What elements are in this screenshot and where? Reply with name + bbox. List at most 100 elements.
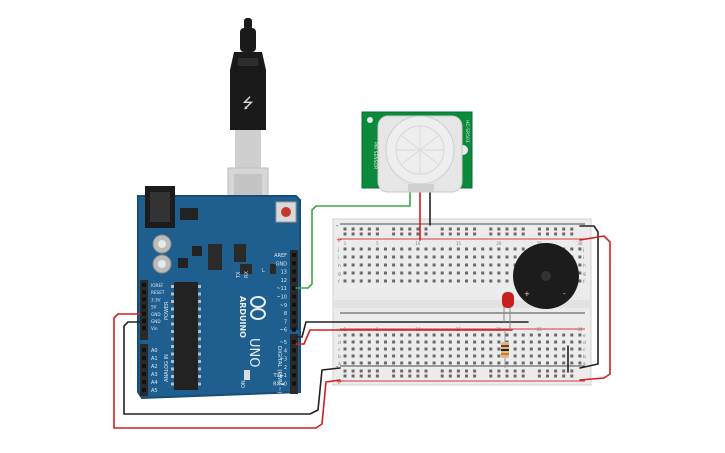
breadboard-hole[interactable] — [424, 340, 428, 344]
breadboard-hole[interactable] — [537, 369, 541, 373]
breadboard-hole[interactable] — [465, 263, 468, 267]
breadboard-hole[interactable] — [343, 369, 347, 373]
breadboard-hole[interactable] — [351, 354, 355, 358]
breadboard-hole[interactable] — [481, 340, 485, 344]
breadboard-hole[interactable] — [440, 279, 444, 283]
breadboard-hole[interactable] — [351, 271, 355, 275]
breadboard-hole[interactable] — [570, 340, 574, 344]
breadboard-hole[interactable] — [408, 347, 412, 351]
breadboard-hole[interactable] — [456, 279, 460, 283]
breadboard-hole[interactable] — [367, 340, 371, 344]
breadboard-hole[interactable] — [465, 232, 468, 236]
header-pin[interactable] — [292, 269, 296, 274]
breadboard-hole[interactable] — [448, 354, 452, 358]
breadboard-hole[interactable] — [440, 232, 444, 236]
breadboard-hole[interactable] — [440, 369, 444, 373]
breadboard-hole[interactable] — [578, 361, 582, 365]
breadboard-hole[interactable] — [359, 247, 363, 251]
breadboard-hole[interactable] — [416, 263, 420, 267]
breadboard-hole[interactable] — [465, 369, 468, 373]
breadboard-hole[interactable] — [465, 255, 468, 259]
breadboard-hole[interactable] — [465, 247, 468, 251]
breadboard-hole[interactable] — [367, 279, 371, 283]
header-pin[interactable] — [142, 290, 146, 295]
breadboard-hole[interactable] — [359, 255, 363, 259]
header-pin[interactable] — [142, 297, 146, 302]
breadboard-hole[interactable] — [570, 354, 574, 358]
header-pin[interactable] — [142, 356, 146, 360]
breadboard-hole[interactable] — [456, 374, 460, 378]
breadboard-hole[interactable] — [384, 340, 387, 344]
breadboard-hole[interactable] — [359, 232, 363, 236]
breadboard-hole[interactable] — [351, 227, 355, 231]
breadboard-hole[interactable] — [546, 374, 549, 378]
breadboard-hole[interactable] — [546, 340, 549, 344]
breadboard-hole[interactable] — [384, 247, 387, 251]
breadboard-hole[interactable] — [424, 361, 428, 365]
breadboard-hole[interactable] — [497, 255, 501, 259]
breadboard-hole[interactable] — [400, 232, 404, 236]
breadboard-hole[interactable] — [578, 271, 582, 275]
breadboard-hole[interactable] — [416, 271, 420, 275]
breadboard-hole[interactable] — [359, 227, 363, 231]
breadboard-hole[interactable] — [351, 232, 355, 236]
breadboard-hole[interactable] — [416, 333, 420, 337]
breadboard-hole[interactable] — [578, 347, 582, 351]
breadboard-hole[interactable] — [416, 232, 420, 236]
breadboard-hole[interactable] — [375, 347, 379, 351]
breadboard-hole[interactable] — [562, 232, 566, 236]
breadboard-hole[interactable] — [424, 347, 428, 351]
breadboard-hole[interactable] — [562, 333, 566, 337]
header-pin[interactable] — [142, 319, 146, 323]
breadboard-hole[interactable] — [343, 247, 347, 251]
breadboard-hole[interactable] — [505, 227, 509, 231]
breadboard-hole[interactable] — [424, 227, 428, 231]
header-pin[interactable] — [142, 311, 146, 316]
breadboard-hole[interactable] — [497, 263, 501, 267]
breadboard-hole[interactable] — [416, 255, 420, 259]
breadboard-hole[interactable] — [392, 333, 396, 337]
breadboard-hole[interactable] — [440, 227, 444, 231]
breadboard-hole[interactable] — [392, 354, 396, 358]
breadboard-hole[interactable] — [456, 354, 460, 358]
breadboard-hole[interactable] — [489, 279, 493, 283]
breadboard-hole[interactable] — [456, 340, 460, 344]
breadboard-hole[interactable] — [521, 369, 525, 373]
breadboard-hole[interactable] — [440, 361, 444, 365]
breadboard-hole[interactable] — [489, 333, 493, 337]
header-pin[interactable] — [142, 364, 146, 368]
breadboard-hole[interactable] — [400, 374, 404, 378]
breadboard-hole[interactable] — [392, 347, 396, 351]
breadboard-hole[interactable] — [384, 279, 387, 283]
breadboard-hole[interactable] — [392, 340, 396, 344]
breadboard-hole[interactable] — [384, 271, 387, 275]
breadboard-hole[interactable] — [375, 333, 379, 337]
breadboard-hole[interactable] — [473, 369, 477, 373]
breadboard-hole[interactable] — [448, 361, 452, 365]
breadboard-hole[interactable] — [424, 333, 428, 337]
breadboard-hole[interactable] — [481, 354, 485, 358]
breadboard-hole[interactable] — [416, 369, 420, 373]
breadboard-hole[interactable] — [424, 354, 428, 358]
breadboard-hole[interactable] — [424, 369, 428, 373]
breadboard-hole[interactable] — [408, 227, 412, 231]
header-pin[interactable] — [142, 283, 146, 287]
breadboard-hole[interactable] — [456, 333, 460, 337]
breadboard-hole[interactable] — [489, 354, 493, 358]
breadboard-hole[interactable] — [578, 340, 582, 344]
breadboard-hole[interactable] — [497, 227, 501, 231]
breadboard-hole[interactable] — [465, 279, 468, 283]
breadboard-hole[interactable] — [473, 333, 477, 337]
breadboard-hole[interactable] — [351, 361, 355, 365]
breadboard-hole[interactable] — [351, 369, 355, 373]
breadboard-hole[interactable] — [432, 340, 436, 344]
breadboard-hole[interactable] — [392, 271, 396, 275]
breadboard-hole[interactable] — [359, 333, 363, 337]
breadboard-hole[interactable] — [432, 263, 436, 267]
breadboard-hole[interactable] — [521, 374, 525, 378]
breadboard-hole[interactable] — [424, 279, 428, 283]
breadboard-hole[interactable] — [554, 227, 558, 231]
breadboard-hole[interactable] — [465, 271, 468, 275]
breadboard-hole[interactable] — [505, 361, 509, 365]
breadboard-hole[interactable] — [465, 354, 468, 358]
